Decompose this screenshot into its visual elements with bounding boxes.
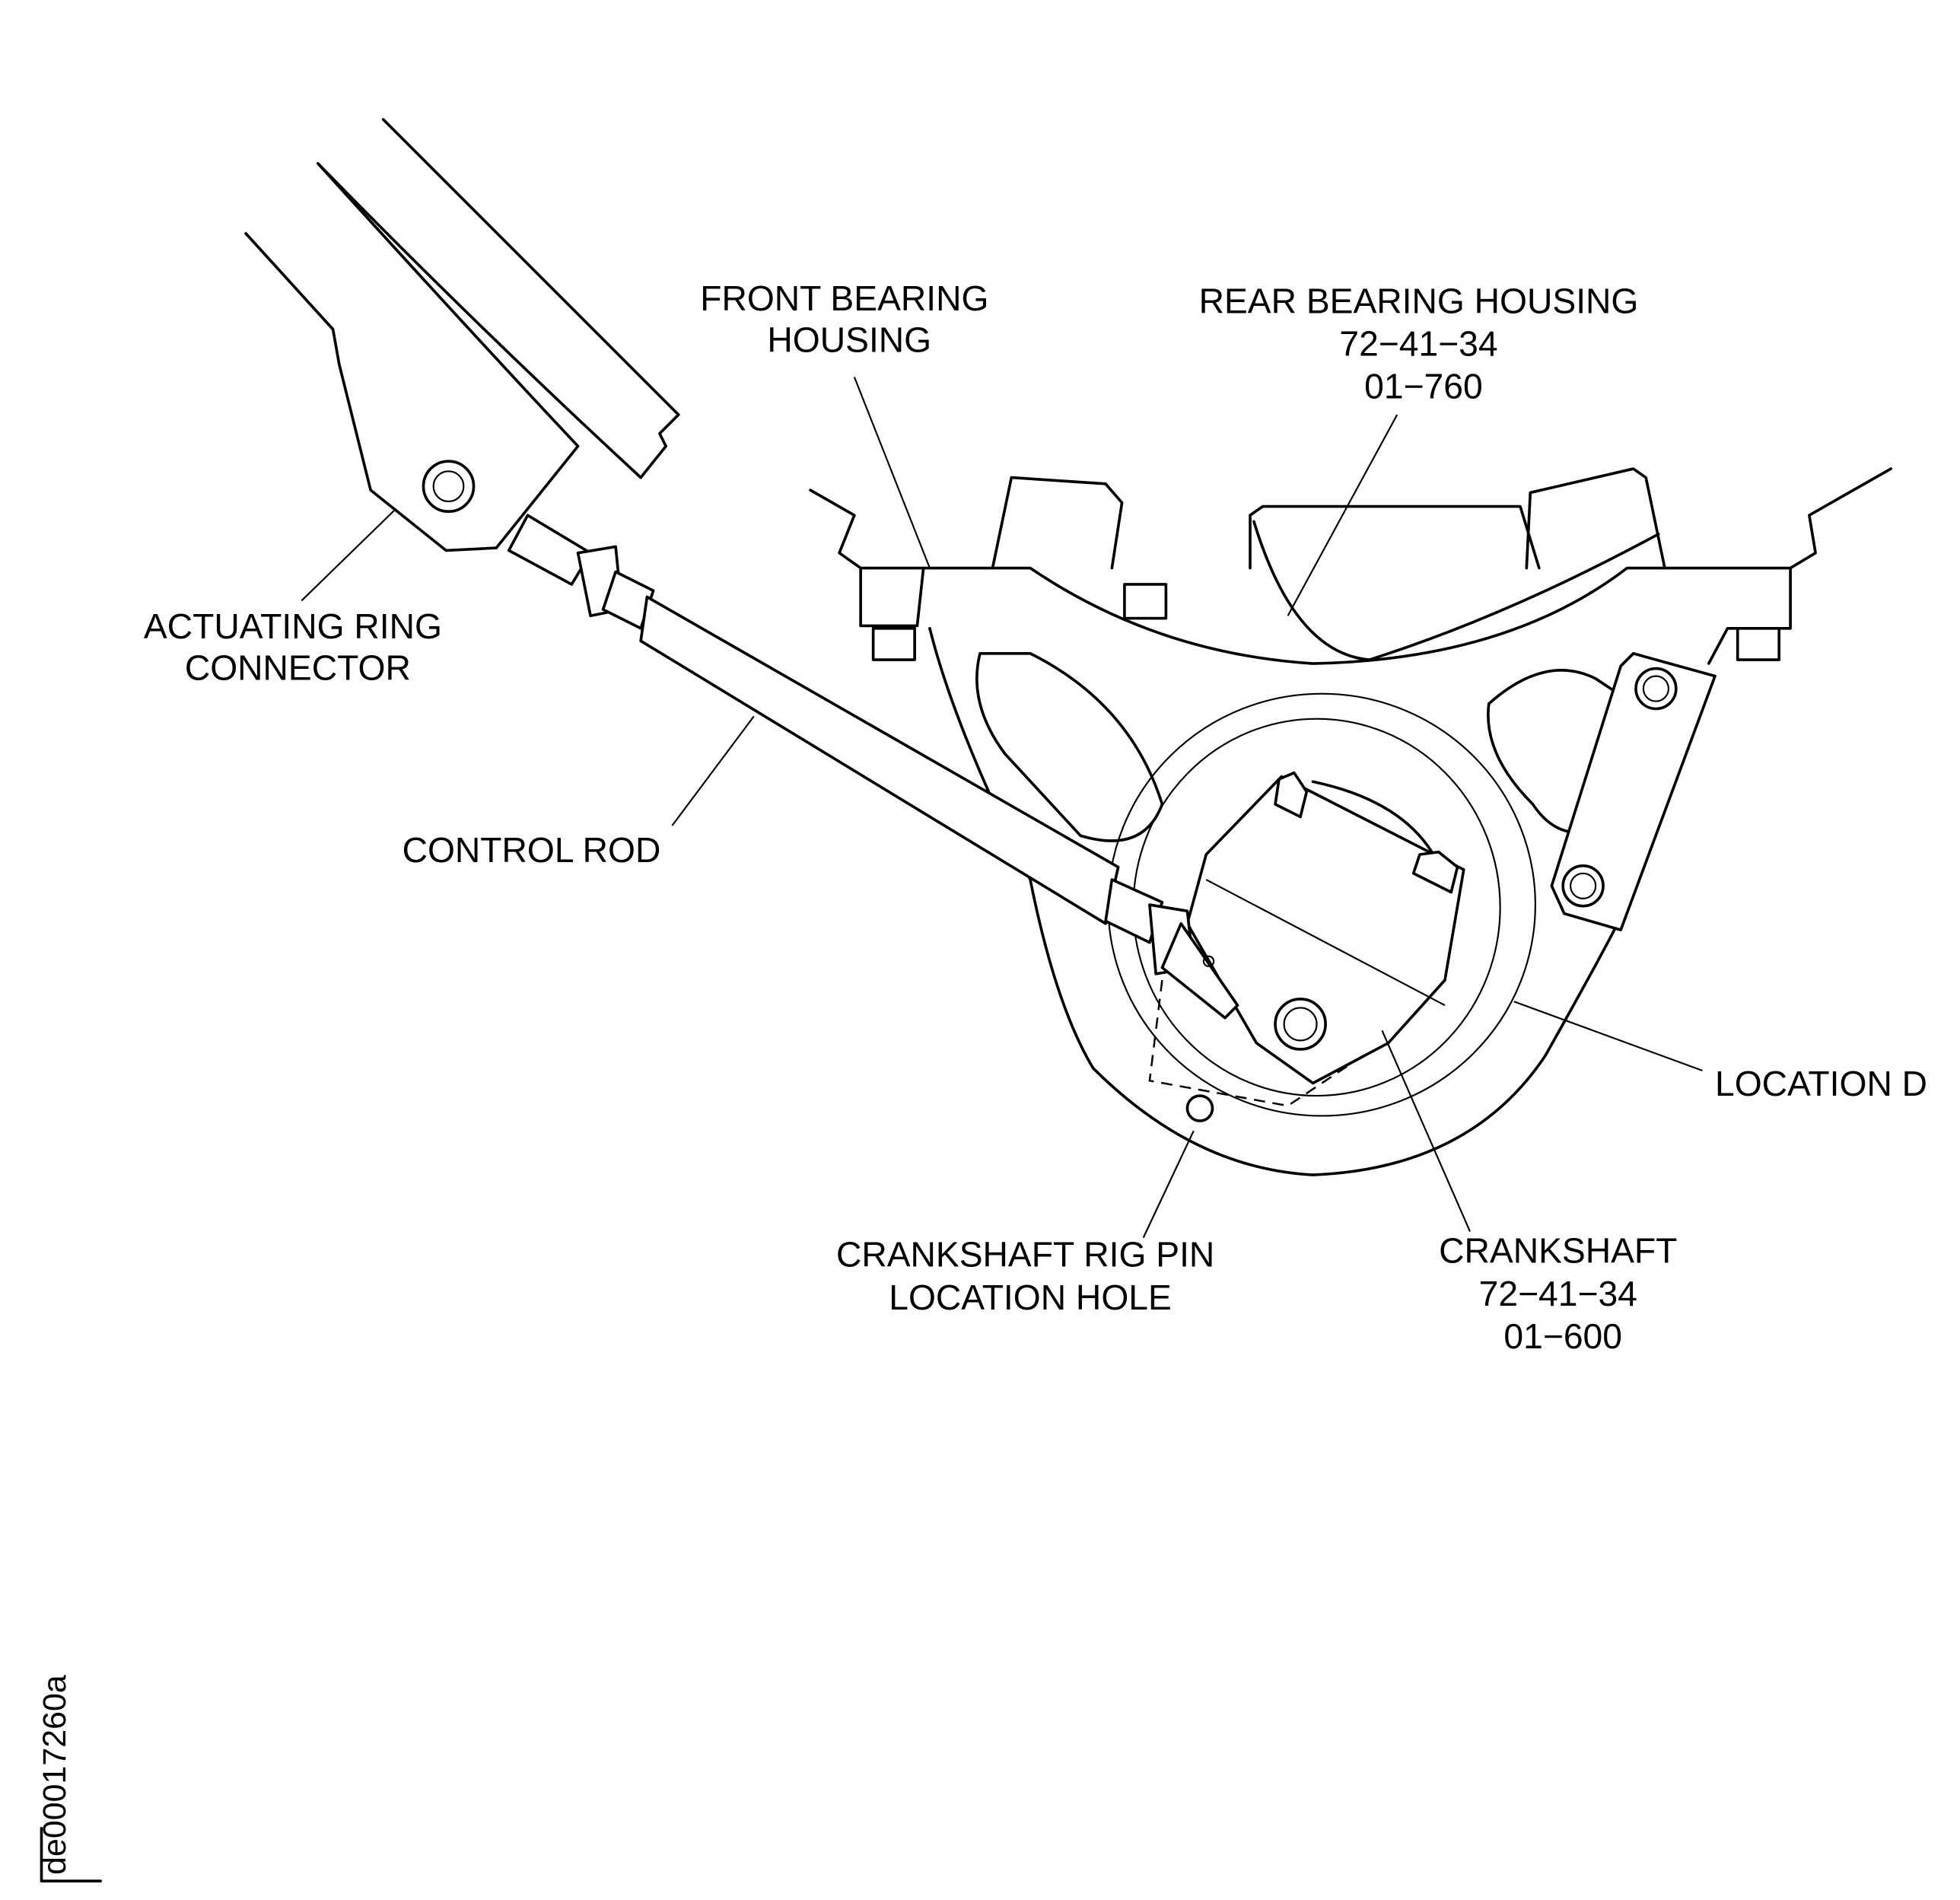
label-front-bearing-housing: FRONT BEARING HOUSING [700, 278, 998, 359]
leader-lines [301, 377, 1703, 1239]
label-crankshaft-rig-pin: CRANKSHAFT RIG PIN LOCATION HOLE [836, 1235, 1224, 1317]
figure-id-bracket [40, 1826, 102, 1882]
label-rear-bearing-housing: REAR BEARING HOUSING 72−41−34 01−760 [1199, 281, 1649, 406]
connector-bolt [422, 460, 476, 514]
label-location-d: LOCATION D [1715, 1064, 1927, 1103]
actuating-ring [243, 118, 680, 552]
crankshaft-web [1148, 771, 1465, 1122]
label-control-rod: CONTROL ROD [402, 830, 661, 870]
control-rod-drawing [507, 514, 1239, 1020]
link-plate [1550, 651, 1717, 931]
label-actuating-ring-connector: ACTUATING RING CONNECTOR [144, 606, 452, 687]
label-crankshaft: CRANKSHAFT 72−41−34 01−600 [1439, 1231, 1687, 1356]
figure-id: de00017260a [37, 1675, 73, 1875]
rig-pin-hole [1185, 1094, 1214, 1122]
